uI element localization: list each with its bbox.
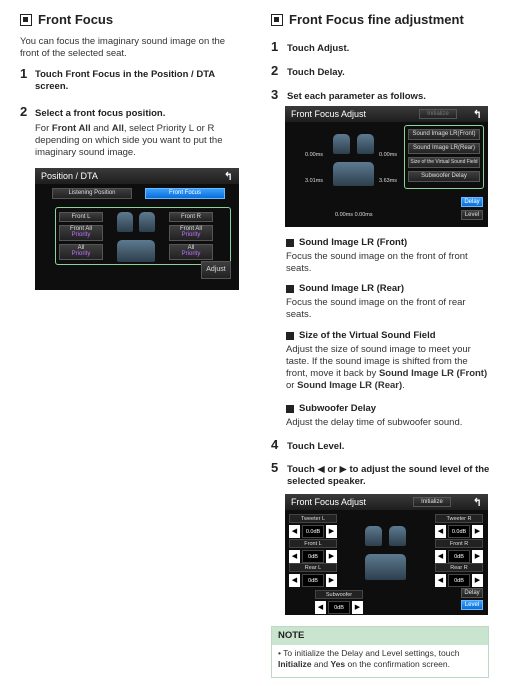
increase-button[interactable]: ▶ — [326, 550, 337, 563]
all-r-button[interactable]: All Priority — [169, 244, 213, 260]
note-box: NOTE • To initialize the Delay and Level… — [271, 626, 489, 678]
param-heading: Sound Image LR (Front) — [286, 237, 407, 248]
delay-value-front-left: 0.00ms — [305, 152, 324, 158]
rear-r-level: Rear R ◀ 0dB ▶ — [435, 563, 483, 593]
seat-icon — [139, 212, 155, 232]
adjust-button[interactable]: Adjust — [201, 261, 231, 279]
step-number: 2 — [20, 104, 28, 119]
param-heading: Subwoofer Delay — [286, 403, 376, 414]
delay-value-front-right: 0.00ms — [379, 152, 398, 158]
delay-button[interactable]: Delay — [461, 588, 483, 598]
seat-icon — [389, 526, 406, 546]
step-2-text: Select a front focus position. — [35, 108, 166, 119]
param-heading: Size of the Virtual Sound Field — [286, 330, 436, 341]
decrease-button[interactable]: ◀ — [289, 550, 300, 563]
step-number: 1 — [271, 39, 279, 54]
step-number: 2 — [271, 63, 279, 78]
front-all-r-button[interactable]: Front All Priority — [169, 225, 213, 241]
rear-seat-icon — [117, 240, 155, 262]
front-r-level: Front R ◀ 0dB ▶ — [435, 539, 483, 569]
tweeter-l-level: Tweeter L ◀ 0.0dB ▶ — [289, 514, 337, 544]
listening-position-button[interactable]: Listening Position — [52, 188, 132, 199]
size-virtual-sound-field-button[interactable]: Size of the Virtual Sound Field — [408, 157, 480, 168]
step-number: 1 — [20, 66, 28, 81]
front-all-l-button[interactable]: Front All Priority — [59, 225, 103, 241]
all-l-button[interactable]: All Priority — [59, 244, 103, 260]
param-description: Adjust the delay time of subwoofer sound… — [286, 417, 463, 428]
increase-button[interactable]: ▶ — [472, 550, 483, 563]
increase-button[interactable]: ▶ — [472, 574, 483, 587]
initialize-button[interactable]: Initialize — [419, 109, 457, 119]
seat-icon — [333, 134, 350, 154]
step-5-text: Touch ◀ or ▶ to adjust the sound level o… — [287, 464, 490, 487]
step-2-text: Touch Delay. — [287, 67, 345, 78]
param-description: Focus the sound image on the front of fr… — [286, 251, 468, 274]
subwoofer-level: Subwoofer ◀ 0dB ▶ — [315, 590, 363, 615]
note-body: • To initialize the Delay and Level sett… — [278, 648, 460, 669]
front-focus-adjust-level-screen: Front Focus Adjust Initialize ↰ Tweeter … — [285, 494, 488, 615]
increase-button[interactable]: ▶ — [352, 601, 363, 614]
back-icon[interactable]: ↰ — [472, 497, 482, 509]
increase-button[interactable]: ▶ — [326, 574, 337, 587]
param-description: Adjust the size of sound image to meet y… — [286, 344, 488, 391]
sound-image-lr-front-button[interactable]: Sound Image LR(Front) — [408, 129, 480, 140]
rear-l-level: Rear L ◀ 0dB ▶ — [289, 563, 337, 593]
decrease-button[interactable]: ◀ — [289, 525, 300, 538]
step-1-text: Touch Adjust. — [287, 43, 350, 54]
front-r-button[interactable]: Front R — [169, 212, 213, 222]
decrease-button[interactable]: ◀ — [435, 574, 446, 587]
level-button[interactable]: Level — [461, 210, 483, 220]
front-l-button[interactable]: Front L — [59, 212, 103, 222]
initialize-button[interactable]: Initialize — [413, 497, 451, 507]
step-number: 5 — [271, 460, 279, 475]
param-description: Focus the sound image on the front of re… — [286, 297, 466, 320]
step-number: 4 — [271, 437, 279, 452]
intro-text: You can focus the imaginary sound image … — [20, 36, 226, 59]
screen-title-bar: Front Focus Adjust — [285, 106, 488, 122]
increase-button[interactable]: ▶ — [326, 525, 337, 538]
step-2-desc: For Front All and All, select Priority L… — [35, 123, 223, 158]
decrease-button[interactable]: ◀ — [435, 525, 446, 538]
tweeter-r-level: Tweeter R ◀ 0.0dB ▶ — [435, 514, 483, 544]
step-4-text: Touch Level. — [287, 441, 345, 452]
seat-icon — [365, 526, 382, 546]
highlight-frame — [55, 207, 231, 265]
back-icon[interactable]: ↰ — [472, 109, 482, 121]
front-l-level: Front L ◀ 0dB ▶ — [289, 539, 337, 569]
seat-icon — [357, 134, 374, 154]
section-title-fine-adjustment: Front Focus fine adjustment — [271, 12, 464, 27]
section-square-icon — [20, 13, 32, 26]
delay-button[interactable]: Delay — [461, 197, 483, 207]
delay-value-rear-right: 3.63ms — [379, 178, 398, 184]
screen-title-bar: Position / DTA — [35, 168, 239, 184]
note-heading: NOTE — [272, 627, 488, 645]
rear-seat-icon — [333, 162, 374, 186]
subwoofer-delay-button[interactable]: Subwoofer Delay — [408, 171, 480, 182]
step-number: 3 — [271, 87, 279, 102]
front-focus-adjust-delay-screen: Front Focus Adjust Initialize ↰ 0.00ms 0… — [285, 106, 488, 227]
section-square-icon — [271, 13, 283, 26]
step-3-text: Set each parameter as follows. — [287, 91, 426, 102]
increase-button[interactable]: ▶ — [472, 525, 483, 538]
section-title-front-focus: Front Focus — [20, 12, 113, 27]
sound-image-lr-rear-button[interactable]: Sound Image LR(Rear) — [408, 143, 480, 154]
level-button[interactable]: Level — [461, 600, 483, 610]
decrease-button[interactable]: ◀ — [435, 550, 446, 563]
decrease-button[interactable]: ◀ — [289, 574, 300, 587]
param-heading: Sound Image LR (Rear) — [286, 283, 404, 294]
delay-value-subwoofer: 0.00ms 0.00ms — [335, 212, 373, 218]
decrease-button[interactable]: ◀ — [315, 601, 326, 614]
step-1-text: Touch Front Focus in the Position / DTA … — [35, 69, 215, 92]
seat-icon — [117, 212, 133, 232]
position-dta-screen: Position / DTA ↰ Listening Position Fron… — [35, 168, 239, 290]
delay-value-rear-left: 3.01ms — [305, 178, 324, 184]
front-focus-button[interactable]: Front Focus — [145, 188, 225, 199]
highlight-frame — [404, 125, 484, 189]
back-icon[interactable]: ↰ — [223, 171, 233, 183]
rear-seat-icon — [365, 554, 406, 580]
screen-title-bar: Front Focus Adjust — [285, 494, 488, 510]
